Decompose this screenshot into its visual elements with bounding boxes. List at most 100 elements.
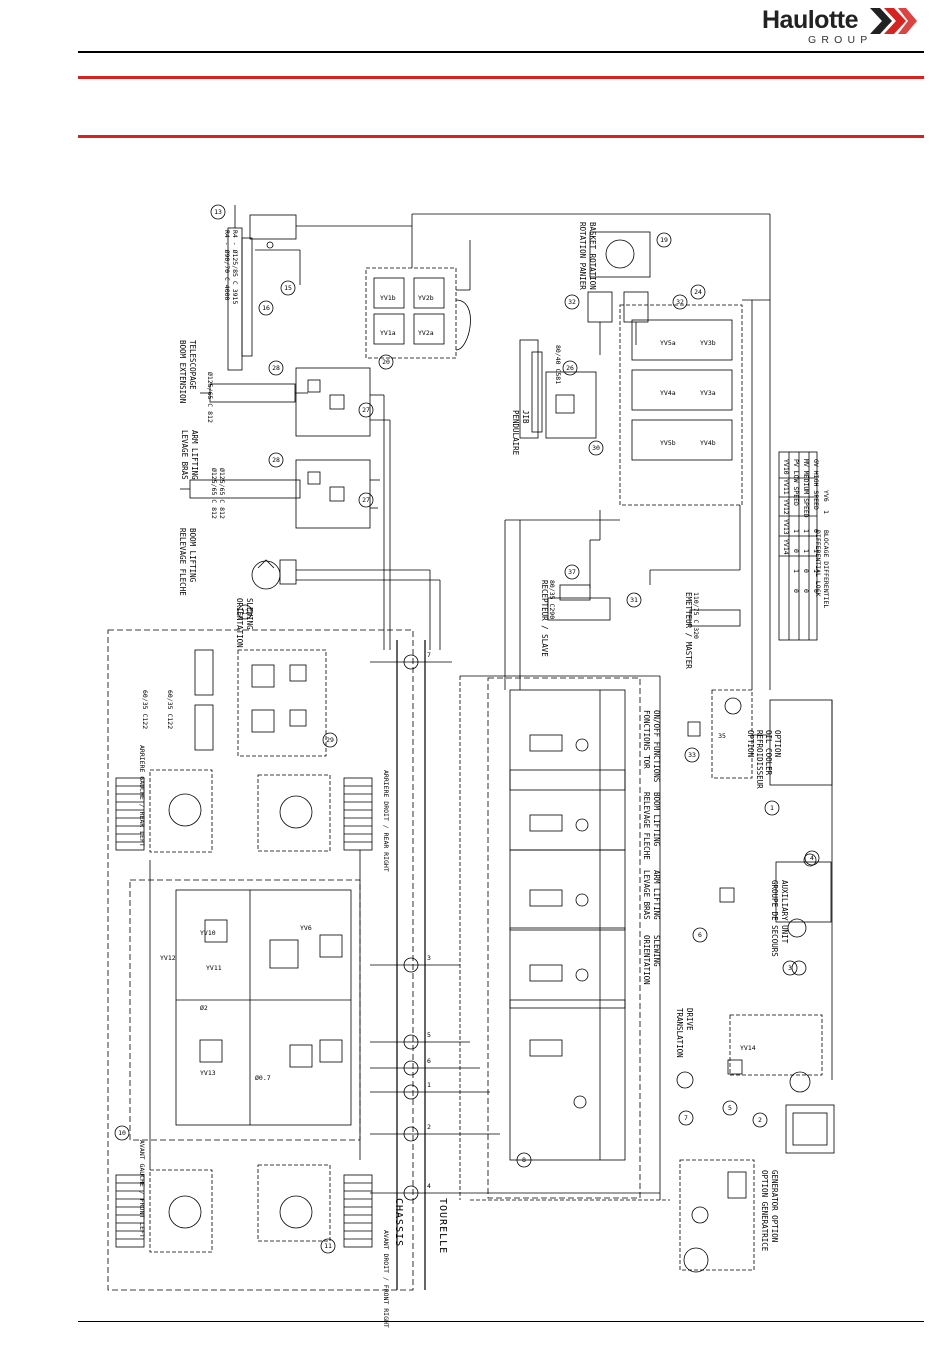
table-cell: 0: [802, 589, 810, 593]
valve-code: YV5b: [660, 439, 676, 447]
spec-boom-ext-2: R4 - Ø125/85 C 3915: [231, 230, 239, 304]
label-oil-cooler-2: REFROIDISSEUR: [755, 730, 764, 789]
rear-right-wheel-motor: [279, 795, 313, 829]
label-drive-en: DRIVE: [685, 1008, 694, 1031]
valve-bank-24: [619, 304, 743, 506]
label-boom-lifting-fr: RELEVAGE FLECHE: [178, 528, 187, 596]
spec-boom-2: Ø125/65 C 812: [218, 468, 226, 519]
spec-receptor: 80/35 C290: [548, 580, 556, 619]
emitter-cylinder: [689, 609, 741, 627]
valve-code: YV6: [300, 924, 312, 932]
valve-code: YV1a: [380, 329, 396, 337]
label-boom-extension: BOOM EXTENSION: [178, 340, 187, 403]
table-footer-fr: BLOCAGE DIFFERENTIEL: [822, 530, 830, 608]
label-aux-unit-en: AUXILIARY UNIT: [780, 880, 789, 944]
front-right-wheel-motor: [279, 1195, 313, 1229]
chevron-logo-icon: [870, 8, 917, 34]
label-slewing-block-fr: ORIENTATION: [642, 935, 651, 985]
logo-wordmark: Haulotte: [762, 6, 859, 34]
label-oil-cooler-3: OIL COOLER: [764, 730, 773, 776]
basket-rotation-motor: [589, 231, 651, 278]
orifice-rating: Ø2: [200, 1004, 208, 1012]
generator-option: [679, 1159, 755, 1271]
label-on-off-en: ON/OFF FUNCTIONS: [652, 710, 661, 783]
label-basket-rotation-fr: ROTATION PANIER: [578, 222, 587, 290]
wheel-rear-left: [115, 777, 145, 851]
spec-emitter: 110/75 C 320: [692, 592, 700, 639]
swivel-port-number: 4: [427, 1182, 431, 1190]
spec-boom-1: Ø125/65 C 812: [210, 468, 218, 519]
table-head-3: YV13: [782, 519, 790, 535]
table-cell: 0: [812, 589, 820, 593]
logo-group-text: GROUP: [808, 34, 873, 46]
label-emitter-master: EMETTEUR / MASTER: [684, 592, 693, 669]
valve-code: YV5a: [660, 339, 676, 347]
main-pump: [789, 1071, 811, 1093]
footer-rule: [78, 1321, 924, 1322]
callout-number: 19: [660, 236, 668, 244]
rear-left-wheel-motor: [168, 793, 202, 827]
label-generator-en: GENERATOR OPTION: [770, 1170, 779, 1242]
valve-code: YV12: [160, 954, 176, 962]
table-footer-en: DIFFERENTIAL LOCK: [814, 530, 822, 597]
callout-number: 12: [241, 608, 249, 616]
spec-steer-left: 60/35 C122: [141, 690, 149, 729]
valve-code: YV13: [200, 1069, 216, 1077]
valve-code: YV4b: [700, 439, 716, 447]
valve-code: YV4a: [660, 389, 676, 397]
label-oil-cooler-1: OPTION: [746, 730, 755, 757]
valve-code: YV2a: [418, 329, 434, 337]
receptor-cylinder: [547, 597, 611, 621]
header-rule: [78, 51, 924, 53]
label-slewing-block-en: SLEWING: [652, 935, 661, 967]
callout-number: 15: [284, 284, 292, 292]
label-on-off-fr: FONCTIONS TOR: [642, 710, 651, 769]
drive-section: [509, 999, 626, 1161]
swivel-port-number: 6: [427, 1057, 431, 1065]
callout-number: 2: [758, 1116, 762, 1124]
callout-number: 13: [214, 208, 222, 216]
table-cell: 1: [792, 569, 800, 573]
table-row-1-label: PV LOW SPEED: [792, 459, 800, 506]
table-cell: 1: [812, 549, 820, 553]
label-arm-lifting-fr: LEVAGE BRAS: [180, 430, 189, 480]
callout-number: 10: [118, 1129, 126, 1137]
table-head-0: YV10: [782, 459, 790, 475]
label-jib-fr: PENDULAIRE: [511, 410, 520, 456]
wheel-rear-right: [343, 777, 373, 851]
valve-code: YV11: [206, 964, 222, 972]
table-cell: 0: [802, 569, 810, 573]
table-head-2: YV12: [782, 499, 790, 515]
table-cell: 0: [792, 549, 800, 553]
label-oil-cooler-4: OPTION: [773, 730, 782, 757]
label-telescopage: TELESCOPAGE: [188, 340, 197, 390]
slewing-section: [509, 927, 626, 1009]
callout-number: 32: [676, 298, 684, 306]
chassis-frame: [107, 629, 414, 1291]
callout-number: 27: [362, 406, 370, 414]
callout-number: 31: [630, 596, 638, 604]
check-valve-4: [803, 853, 817, 867]
boom-lifting-section: [509, 769, 626, 851]
label-slewing-en: SLEWING: [245, 598, 254, 630]
swivel-port-number: 5: [427, 1031, 431, 1039]
table-cell: 1: [802, 549, 810, 553]
steering-valve-29: [237, 649, 327, 757]
table-footer-value: 1: [822, 510, 830, 514]
valve-code: YV1b: [380, 294, 396, 302]
boom-lifting-cylinder: [189, 479, 301, 499]
label-receptor-slave: RECEPTEUR / SLAVE: [540, 580, 549, 657]
label-arm-block-fr: LEVAGE BRAS: [642, 870, 651, 920]
callout-number: 4: [810, 854, 814, 862]
front-left-wheel-motor: [168, 1195, 202, 1229]
spec-steer-right: 60/35 C122: [166, 690, 174, 729]
wheel-front-left: [115, 1174, 145, 1248]
valve-code: YV3b: [700, 339, 716, 347]
table-row-3-label: GV HIGH SPEED: [812, 459, 820, 510]
callout-number: 28: [272, 364, 280, 372]
generator-icon: [683, 1247, 709, 1273]
callout-number: 35: [718, 732, 726, 740]
label-jib-en: JIB: [521, 410, 530, 424]
label-boom-block-en: BOOM LIFTING: [652, 792, 661, 847]
